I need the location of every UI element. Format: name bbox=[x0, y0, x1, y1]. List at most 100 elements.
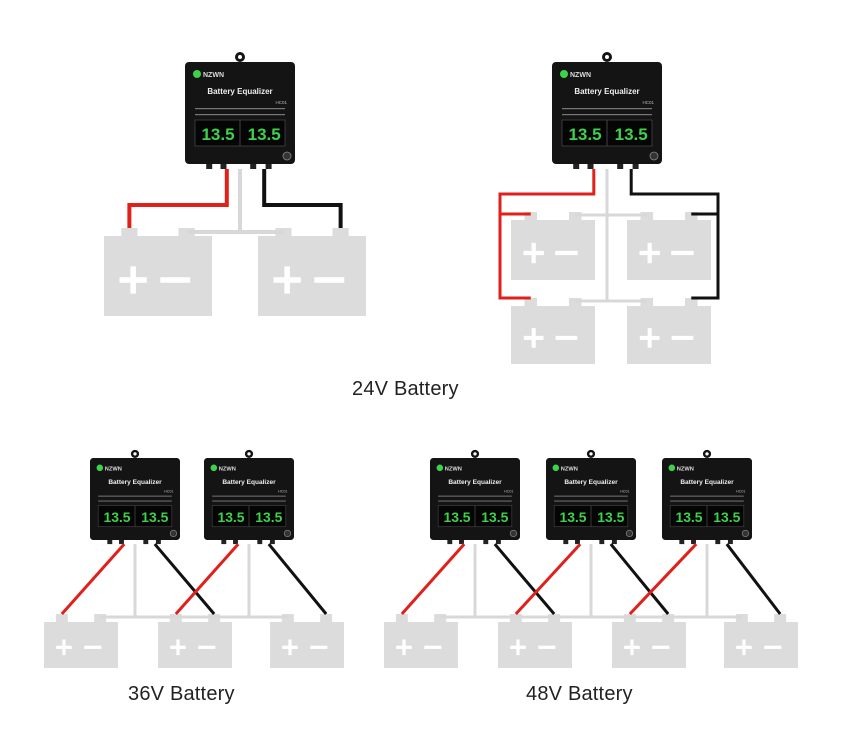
equalizer-body bbox=[430, 458, 520, 540]
connector-pin bbox=[250, 164, 257, 169]
display-reading-right: 13.5 bbox=[255, 509, 282, 525]
minus-icon bbox=[652, 645, 670, 649]
display-divider bbox=[134, 505, 136, 527]
display-reading-right: 13.5 bbox=[597, 509, 624, 525]
minus-icon bbox=[555, 335, 578, 340]
battery-body bbox=[612, 622, 686, 668]
negative-wire-c bbox=[725, 543, 782, 615]
display-reading-right: 13.5 bbox=[248, 125, 281, 144]
display-reading-left: 13.5 bbox=[103, 509, 130, 525]
brand-name: NZWN bbox=[561, 466, 578, 472]
equalizer-body bbox=[546, 458, 636, 540]
battery-48v-1 bbox=[384, 614, 458, 668]
display-reading-left: 13.5 bbox=[443, 509, 470, 525]
plus-icon-vertical bbox=[647, 328, 652, 348]
info-line bbox=[670, 495, 744, 497]
plus-icon-vertical bbox=[742, 639, 746, 656]
connector-pin bbox=[220, 164, 227, 169]
brand-logo-icon bbox=[436, 464, 444, 472]
brand-name: NZWN bbox=[219, 466, 236, 472]
battery-terminal-pos bbox=[524, 298, 538, 306]
battery-24v-b4 bbox=[627, 298, 711, 364]
display-divider bbox=[706, 505, 708, 527]
minus-icon bbox=[671, 335, 694, 340]
negative-wire bbox=[262, 169, 343, 228]
connector-pin bbox=[206, 164, 213, 169]
display-divider bbox=[606, 120, 608, 146]
display-reading-right: 13.5 bbox=[141, 509, 168, 525]
battery-terminal-neg bbox=[320, 614, 333, 622]
battery-24v-b2 bbox=[627, 212, 711, 280]
display-divider bbox=[239, 120, 241, 146]
brand-logo-icon bbox=[668, 464, 676, 472]
battery-body bbox=[384, 622, 458, 668]
positive-wire-a bbox=[400, 543, 466, 615]
plus-icon-vertical bbox=[62, 639, 66, 656]
info-line bbox=[195, 108, 285, 110]
info-line bbox=[212, 495, 286, 497]
brand-logo-icon bbox=[193, 70, 201, 78]
connector-pin bbox=[617, 164, 624, 169]
equalizer-body bbox=[185, 62, 295, 164]
adjust-knob-icon bbox=[741, 529, 750, 538]
device-title: Battery Equalizer bbox=[574, 87, 639, 96]
minus-icon bbox=[671, 250, 694, 256]
battery-terminal-neg bbox=[684, 298, 698, 306]
connector-pin bbox=[233, 540, 238, 545]
plus-icon-vertical bbox=[288, 639, 292, 656]
caption-48v: 48V Battery bbox=[526, 683, 633, 705]
battery-terminal-neg bbox=[684, 212, 698, 220]
mount-hole-inner bbox=[238, 55, 242, 59]
connector-pin bbox=[269, 540, 275, 545]
connector-pin bbox=[691, 540, 696, 545]
mount-hole-inner bbox=[605, 55, 609, 59]
negative-wire-b bbox=[609, 543, 670, 615]
connector-pin bbox=[573, 164, 580, 169]
mount-hole-inner bbox=[473, 452, 477, 456]
battery-terminal-neg bbox=[332, 228, 349, 236]
battery-36v-3 bbox=[270, 614, 344, 668]
equalizer-body bbox=[90, 458, 180, 540]
connector-pin bbox=[632, 164, 639, 169]
minus-icon bbox=[84, 645, 102, 649]
battery-body bbox=[270, 622, 344, 668]
connector-pin bbox=[495, 540, 501, 545]
battery-terminal-pos bbox=[524, 212, 538, 220]
device-title: Battery Equalizer bbox=[108, 479, 162, 486]
display-reading-right: 13.5 bbox=[713, 509, 740, 525]
info-line bbox=[562, 108, 652, 110]
device-title: Battery Equalizer bbox=[564, 479, 618, 486]
battery-body bbox=[158, 622, 232, 668]
device-model: HC01 bbox=[275, 100, 287, 105]
info-line bbox=[212, 500, 286, 502]
display-reading-left: 13.5 bbox=[675, 509, 702, 525]
connector-pin bbox=[727, 540, 733, 545]
brand-name: NZWN bbox=[105, 466, 122, 472]
battery-body bbox=[44, 622, 118, 668]
minus-icon bbox=[160, 277, 191, 283]
info-line bbox=[195, 114, 285, 116]
display-reading-left: 13.5 bbox=[217, 509, 244, 525]
battery-48v-3 bbox=[612, 614, 686, 668]
battery-body bbox=[104, 236, 212, 316]
negative-wire-b bbox=[267, 543, 328, 615]
minus-icon bbox=[198, 645, 216, 649]
connector-pin bbox=[119, 540, 124, 545]
connector-pin bbox=[563, 540, 569, 545]
minus-icon bbox=[424, 645, 442, 649]
device-model: HC01 bbox=[620, 489, 629, 493]
brand-logo-icon bbox=[560, 70, 568, 78]
brand-name: NZWN bbox=[677, 466, 694, 472]
device-model: HC01 bbox=[736, 489, 745, 493]
mount-hole-inner bbox=[247, 452, 251, 456]
plus-icon-vertical bbox=[284, 266, 290, 294]
battery-body bbox=[627, 306, 711, 364]
device-model: HC01 bbox=[642, 100, 654, 105]
positive-wire-b bbox=[174, 543, 240, 615]
positive-wire-b bbox=[514, 543, 582, 616]
info-line bbox=[554, 495, 628, 497]
